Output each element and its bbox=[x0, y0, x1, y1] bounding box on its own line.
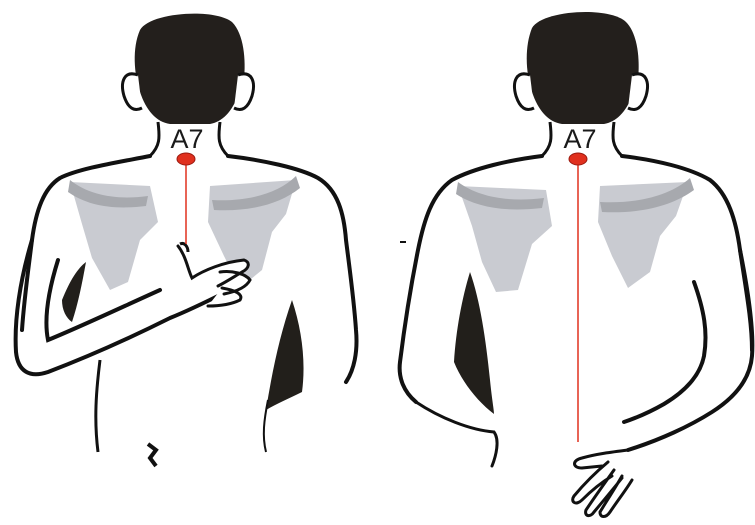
arm-left-hanging bbox=[416, 402, 497, 466]
point-label-left: A7 bbox=[170, 124, 203, 154]
hand-behind-back bbox=[573, 450, 632, 517]
side-shadow-right-figure bbox=[454, 272, 494, 414]
waist-right bbox=[264, 400, 268, 452]
head-hair bbox=[527, 12, 639, 124]
waist-left bbox=[96, 360, 100, 452]
armpit-shadow-left-figure bbox=[62, 262, 86, 322]
point-marker-right bbox=[569, 153, 587, 165]
arm-behind-back bbox=[624, 250, 752, 450]
figure-left: A7 bbox=[16, 14, 357, 466]
point-marker-left bbox=[177, 153, 195, 165]
side-shadow-left-figure bbox=[266, 300, 304, 410]
waist-detail bbox=[148, 444, 156, 466]
figure-right: A7 bbox=[400, 12, 753, 517]
point-label-right: A7 bbox=[563, 124, 596, 154]
head-hair bbox=[135, 14, 245, 124]
